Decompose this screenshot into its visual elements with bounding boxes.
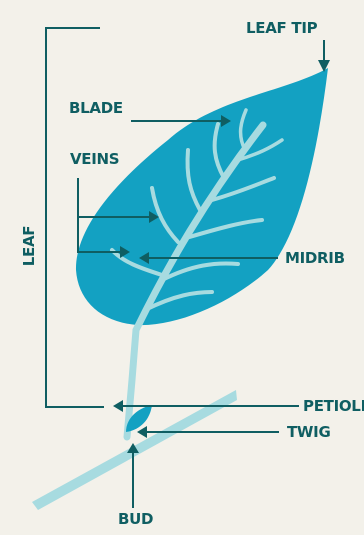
label-blade: BLADE	[69, 101, 123, 116]
label-twig: TWIG	[287, 425, 330, 440]
leaf-tip-arrow	[318, 60, 330, 72]
twig-arrow	[137, 426, 147, 438]
label-veins: VEINS	[70, 152, 119, 167]
label-petiole: PETIOLE	[303, 399, 364, 414]
label-bud: BUD	[118, 512, 153, 527]
label-midrib: MIDRIB	[285, 251, 345, 266]
petiole-arrow	[113, 400, 123, 412]
label-leaf-tip: LEAF TIP	[246, 21, 317, 36]
label-leaf: LEAF	[22, 224, 37, 268]
